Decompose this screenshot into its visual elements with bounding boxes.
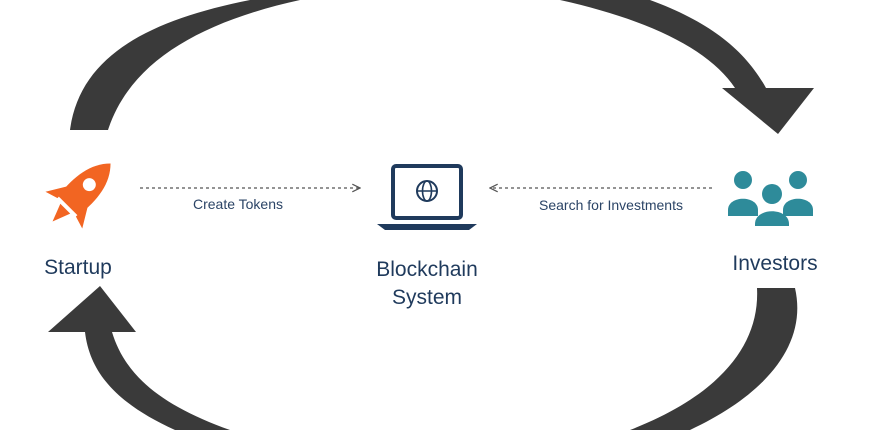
- bottom-cycle-arrow: [48, 286, 798, 430]
- startup-label: Startup: [44, 256, 112, 279]
- blockchain-label-line1: Blockchain: [376, 258, 478, 281]
- rocket-icon: [45, 163, 111, 229]
- search-investments-label: Search for Investments: [539, 197, 683, 213]
- create-tokens-label: Create Tokens: [192, 196, 283, 212]
- top-cycle-arrow: [70, 0, 814, 134]
- blockchain-label-line2: System: [391, 286, 462, 309]
- people-group-icon: [728, 171, 813, 226]
- laptop-globe-icon: [377, 164, 477, 230]
- investors-label: Investors: [732, 252, 818, 275]
